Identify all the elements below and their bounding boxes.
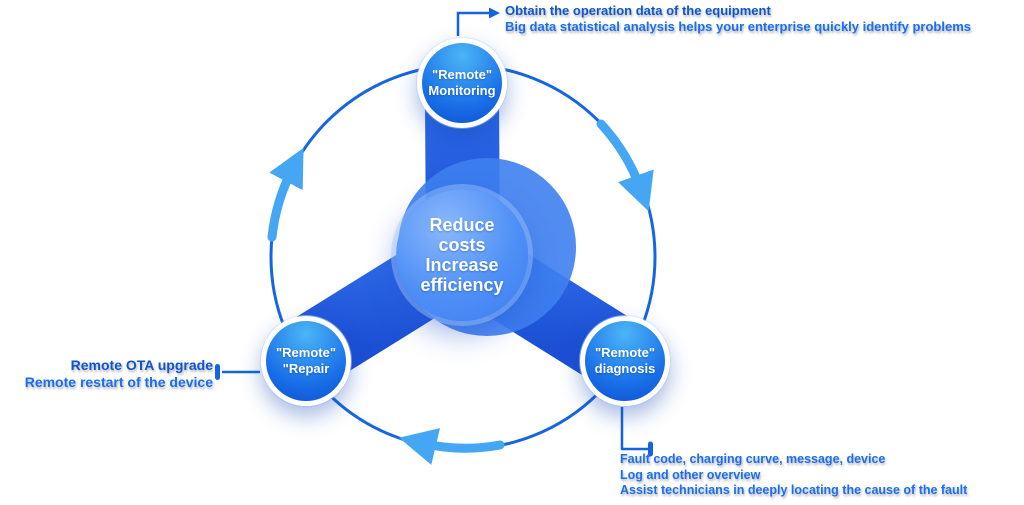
annotation-monitoring-line2: Big data statistical analysis helps your… xyxy=(505,19,971,34)
annotation-diagnosis-line1: Fault code, charging curve, message, dev… xyxy=(620,452,886,466)
connector-repair-tick xyxy=(215,364,220,380)
node-remote-diagnosis: "Remote" diagnosis xyxy=(580,316,670,406)
annotation-diagnosis-line2: Log and other overview xyxy=(620,467,761,482)
node-remote-monitoring: "Remote" Monitoring xyxy=(417,38,507,128)
annotation-diagnosis: Fault code, charging curve, message, dev… xyxy=(620,452,967,499)
node-remote-repair: "Remote" "Repair xyxy=(261,316,351,406)
connector-monitoring xyxy=(456,7,500,36)
annotation-repair-line2: Remote restart of the device xyxy=(24,374,213,390)
node-remote-diagnosis-label: "Remote" diagnosis xyxy=(594,345,656,376)
connector-diagnosis-line xyxy=(620,407,648,451)
node-remote-monitoring-label: "Remote" Monitoring xyxy=(428,67,496,98)
annotation-repair: Remote OTA upgrade Remote restart of the… xyxy=(0,357,213,391)
annotation-diagnosis-line3: Assist technicians in deeply locating th… xyxy=(620,483,968,497)
connector-diagnosis xyxy=(620,407,653,457)
rotation-arrows xyxy=(267,119,654,465)
annotation-monitoring: Obtain the operation data of the equipme… xyxy=(505,3,971,35)
connector-repair xyxy=(215,364,260,380)
connector-monitoring-arrow-icon xyxy=(489,7,500,19)
rotation-arrow-bottom-icon xyxy=(398,428,505,465)
center-label: Reduce costs Increase efficiency xyxy=(420,215,504,295)
rotation-arrow-left-icon xyxy=(267,147,304,242)
connector-diagnosis-tick xyxy=(648,441,653,457)
connector-monitoring-line xyxy=(456,11,489,36)
rotation-arrow-top-right-icon xyxy=(596,119,654,212)
center-circle: Reduce costs Increase efficiency xyxy=(396,189,528,321)
node-remote-repair-label: "Remote" "Repair xyxy=(275,345,336,376)
annotation-repair-line1: Remote OTA upgrade xyxy=(70,357,213,373)
annotation-monitoring-line1: Obtain the operation data of the equipme… xyxy=(505,3,771,18)
